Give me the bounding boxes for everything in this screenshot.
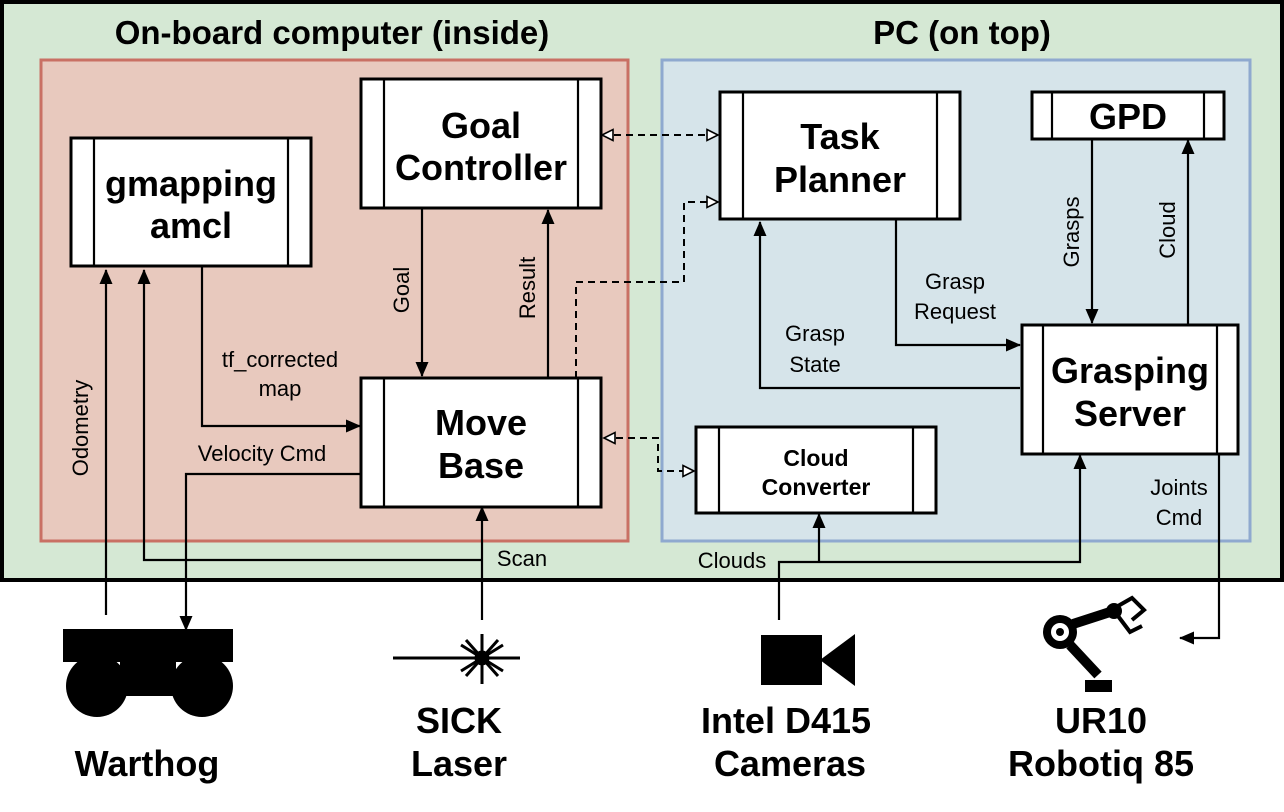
- clouds-edge-to-grasping-server: [777, 454, 1087, 620]
- grasping-server-label-2: Server: [1074, 393, 1186, 434]
- task-planner-node: Task Planner: [718, 90, 962, 221]
- joints-cmd-label-1: Joints: [1150, 475, 1207, 500]
- velocity-cmd-label: Velocity Cmd: [198, 441, 326, 466]
- cloud-converter-label-1: Cloud: [783, 445, 848, 471]
- rover-icon: [63, 629, 233, 717]
- tf-corrected-label-1: tf_corrected: [222, 347, 338, 372]
- clouds-label: Clouds: [698, 548, 766, 573]
- onboard-group-title: On-board computer (inside): [115, 14, 550, 51]
- pc-group-title: PC (on top): [873, 14, 1051, 51]
- robot-arm-icon: [1043, 595, 1147, 692]
- grasping-server-label-1: Grasping: [1051, 350, 1209, 391]
- grasp-request-label-1: Grasp: [925, 269, 985, 294]
- result-label: Result: [515, 257, 540, 319]
- grasp-state-edge: [753, 221, 1020, 390]
- task-planner-label-1: Task: [800, 116, 880, 157]
- grasping-server-node: Grasping Server: [1020, 323, 1240, 456]
- move-base-label-2: Base: [438, 445, 524, 486]
- ur10-label-2: Robotiq 85: [1008, 743, 1194, 784]
- goal-controller-node: Goal Controller: [359, 77, 603, 210]
- grasp-state-label-1: Grasp: [785, 321, 845, 346]
- joints-cmd-label-2: Cmd: [1156, 505, 1202, 530]
- scan-edge-to-gmapping: [137, 269, 482, 562]
- grasp-request-edge: [894, 220, 1021, 352]
- gmapping-label: gmapping: [105, 163, 277, 204]
- goal-controller-label-2: Controller: [395, 147, 567, 188]
- move-base-task-planner-link: [575, 195, 720, 378]
- ur10-label-1: UR10: [1055, 700, 1147, 741]
- move-base-cloud-converter-link: [602, 431, 696, 478]
- grasps-label: Grasps: [1059, 197, 1084, 268]
- grasp-state-label-2: State: [789, 352, 840, 377]
- video-camera-icon: [761, 634, 855, 686]
- gpd-node: GPD: [1030, 90, 1226, 141]
- amcl-label: amcl: [150, 205, 232, 246]
- tf-corrected-map-edge: [200, 266, 361, 433]
- intel-label-1: Intel D415: [701, 700, 871, 741]
- grasp-request-label-2: Request: [914, 299, 996, 324]
- laser-icon: [393, 634, 520, 684]
- task-planner-label-2: Planner: [774, 159, 906, 200]
- joints-cmd-edge: [1179, 455, 1221, 645]
- warthog-label: Warthog: [75, 743, 220, 784]
- goal-label: Goal: [389, 267, 414, 313]
- gpd-label: GPD: [1089, 96, 1167, 137]
- sick-label-2: Laser: [411, 743, 507, 784]
- gmapping-amcl-node: gmapping amcl: [69, 136, 313, 268]
- cloud-converter-label-2: Converter: [762, 474, 871, 500]
- cloud-label: Cloud: [1155, 201, 1180, 258]
- goal-controller-label-1: Goal: [441, 105, 521, 146]
- sick-label-1: SICK: [416, 700, 502, 741]
- scan-label: Scan: [497, 546, 547, 571]
- intel-label-2: Cameras: [714, 743, 866, 784]
- cloud-converter-node: Cloud Converter: [694, 425, 938, 515]
- move-base-label-1: Move: [435, 402, 527, 443]
- move-base-node: Move Base: [359, 376, 603, 509]
- tf-corrected-label-2: map: [259, 376, 302, 401]
- odometry-label: Odometry: [68, 380, 93, 477]
- velocity-cmd-edge: [179, 472, 360, 631]
